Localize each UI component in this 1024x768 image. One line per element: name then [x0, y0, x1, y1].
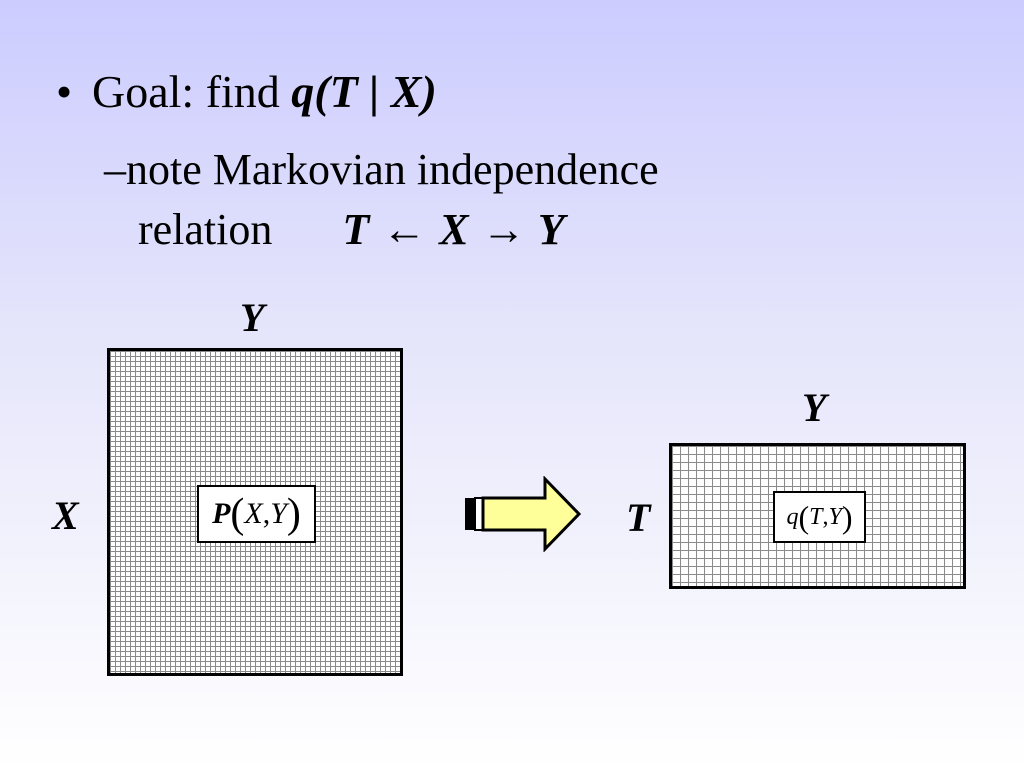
goal-math: q(T | X): [291, 66, 437, 117]
goal-text: Goal: find: [92, 66, 292, 117]
arrow-tail-bar-dark: [465, 498, 475, 530]
p-arg1: X: [244, 497, 263, 530]
sub-dash: –: [104, 145, 126, 194]
p-arg2: Y: [270, 497, 287, 530]
sub-text-line2: relation: [138, 205, 273, 254]
sub-text-line1: note Markovian independence: [126, 145, 659, 194]
sub-bullet-line2: relation T ← X → Y: [138, 200, 565, 260]
q-func: q: [786, 503, 799, 530]
p-close-paren: ): [286, 491, 301, 537]
relation-right: Y: [537, 205, 565, 254]
relation-math: T ← X → Y: [342, 200, 564, 260]
p-open-paren: (: [230, 491, 245, 537]
block-right-arrow-icon: [465, 476, 582, 552]
q-arg2: Y: [828, 503, 842, 530]
arrow-body: [481, 476, 582, 552]
small-matrix-row-label: T: [626, 495, 651, 540]
right-arrow-icon: →: [481, 205, 526, 254]
big-matrix-row-label: X: [52, 493, 79, 538]
left-arrow-icon: ←: [382, 205, 427, 254]
p-sep: ,: [262, 497, 271, 530]
small-matrix-col-label: Y: [802, 385, 827, 430]
q-open-paren: (: [798, 499, 810, 535]
relation-middle: X: [439, 205, 469, 254]
p-func: P: [212, 497, 231, 530]
small-matrix-cell-label: q(T,Y): [773, 491, 866, 543]
big-matrix-col-label: Y: [240, 295, 265, 340]
q-close-paren: ): [841, 499, 853, 535]
q-sep: ,: [822, 503, 829, 530]
q-arg1: T: [809, 503, 823, 530]
big-matrix-cell-label: P(X,Y): [197, 485, 316, 543]
goal-bullet: • Goal: find q(T | X): [56, 62, 437, 122]
sub-bullet-line1: –note Markovian independence: [104, 140, 659, 200]
relation-left: T: [342, 205, 370, 254]
bullet-dot: •: [56, 66, 73, 117]
